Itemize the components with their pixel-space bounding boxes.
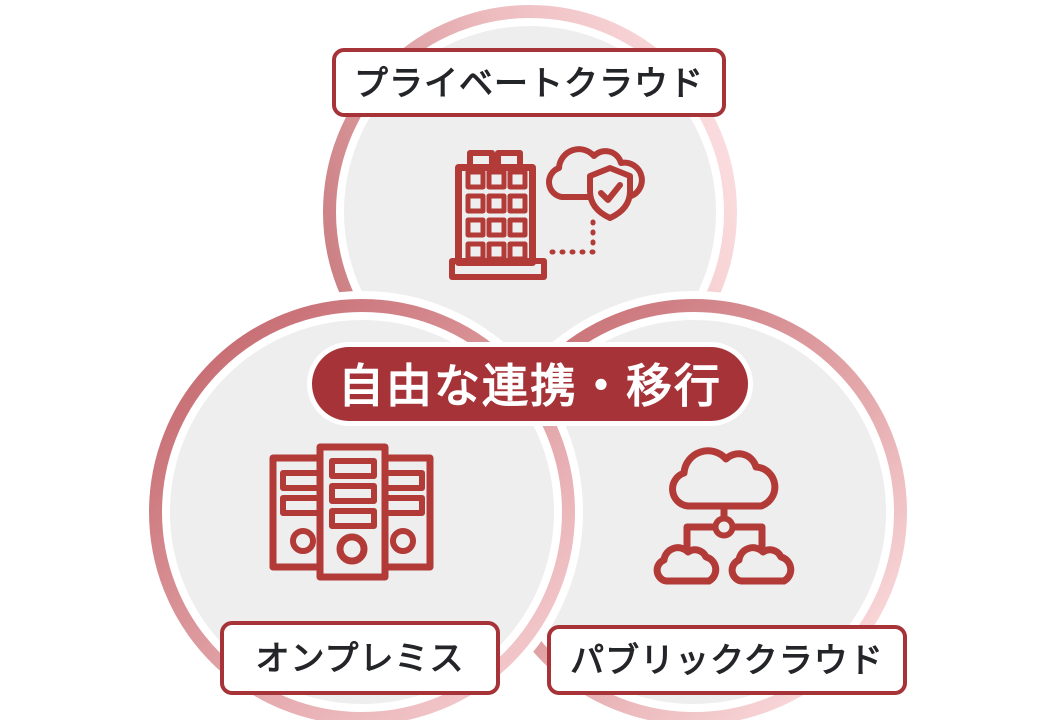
on-premises-circle-ring <box>149 299 575 720</box>
cloud-outline <box>546 146 645 200</box>
private-cloud-label: プライベートクラウド <box>354 65 704 103</box>
public-cloud-label-box: パブリッククラウド <box>547 625 907 695</box>
center-pill: 自由な連携・移行 <box>307 342 753 426</box>
center-pill-bg <box>312 347 748 421</box>
cloud-network-icon <box>653 447 795 585</box>
server-rack-icon <box>269 443 434 581</box>
private-cloud-label-box: プライベートクラウド <box>332 48 726 117</box>
on-premises-label: オンプレミス <box>256 640 465 678</box>
public-cloud-label: パブリッククラウド <box>570 641 884 680</box>
check-icon <box>598 182 623 203</box>
node-labels: プライベートクラウド オンプレミス パブリッククラウド <box>220 48 907 695</box>
center-pill-label: 自由な連携・移行 <box>338 360 722 412</box>
network-node-dot <box>712 515 736 539</box>
on-premises-label-box: オンプレミス <box>220 621 500 695</box>
dotted-connector <box>545 219 596 255</box>
building-secure-cloud-icon <box>449 146 645 280</box>
